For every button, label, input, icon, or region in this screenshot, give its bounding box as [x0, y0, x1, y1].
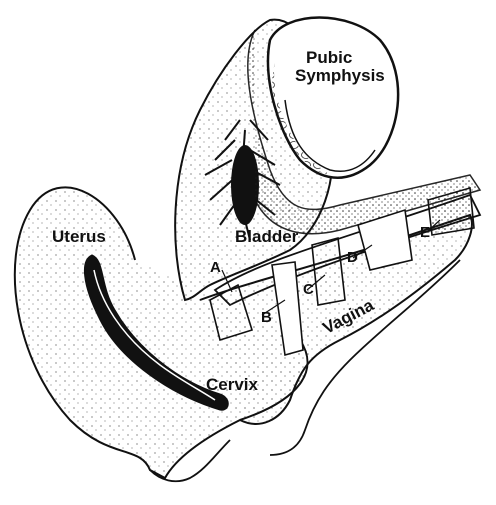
- block-c: [311, 236, 346, 306]
- block-b: [271, 261, 304, 357]
- pubic-bone-marrow: [272, 60, 330, 175]
- label-pubic-symphysis-line1: Pubic: [306, 48, 353, 67]
- pubic-bone-cortex: [284, 99, 376, 172]
- label-d: D: [347, 249, 358, 266]
- block-e: [427, 186, 475, 236]
- perivesical-tissue: [247, 29, 482, 235]
- label-c: C: [303, 281, 314, 298]
- block-a: [209, 283, 254, 342]
- perineum-outline: [269, 259, 461, 456]
- label-b: B: [261, 309, 272, 326]
- label-cervix: Cervix: [206, 375, 258, 394]
- tissue-blocks: [209, 186, 475, 357]
- label-e: E: [420, 224, 431, 241]
- pubic-bone-outline: [266, 16, 400, 179]
- label-pubic-symphysis-line2: Symphysis: [295, 66, 385, 85]
- block-d: [357, 208, 413, 271]
- label-a: A: [210, 259, 221, 276]
- label-uterus: Uterus: [52, 227, 106, 246]
- cervix-outline: [149, 439, 231, 483]
- uterine-cavity-inner: [93, 269, 216, 401]
- vagina-outline: [199, 213, 473, 425]
- leader-lines: [221, 219, 441, 316]
- uterine-cavity: [83, 254, 229, 411]
- label-bladder: Bladder: [235, 227, 299, 246]
- bladder-trigone: [231, 145, 259, 225]
